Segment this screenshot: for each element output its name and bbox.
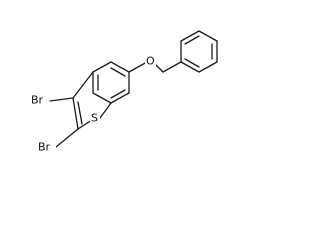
double-bond-c4-c5 bbox=[110, 67, 126, 77]
sulfur-mask bbox=[90, 112, 100, 125]
bond-c2-s bbox=[77, 119, 93, 130]
phenyl-ring bbox=[180, 30, 218, 73]
bond-c6-c3 bbox=[72, 71, 94, 99]
bond-c2-br bbox=[55, 128, 79, 148]
bond-ch2-phenyl bbox=[162, 61, 182, 73]
bond-c8-c9 bbox=[110, 92, 130, 104]
bond-c4-c5 bbox=[110, 61, 130, 73]
bond-p5-p6 bbox=[198, 61, 218, 73]
double-bond-p6-p1 bbox=[184, 58, 200, 68]
double-bond-c8-c9 bbox=[110, 89, 126, 99]
bromine-1-mask bbox=[31, 94, 49, 107]
bromine-2-mask bbox=[38, 141, 56, 154]
bond-p6-p1 bbox=[180, 61, 200, 73]
bond-c3-br bbox=[49, 97, 74, 102]
bond-p2-p3 bbox=[180, 30, 200, 42]
sulfur-label: S bbox=[91, 112, 98, 125]
thiophene-ring bbox=[72, 71, 112, 130]
bond-c7-c8 bbox=[92, 92, 112, 104]
bond-c4-o bbox=[128, 61, 148, 73]
oxygen-label: O bbox=[146, 55, 155, 68]
bond-s-c7 bbox=[99, 102, 112, 119]
benzo-ring bbox=[92, 61, 130, 104]
bromine-1-label: Br bbox=[31, 94, 44, 107]
benzyloxy-dibromobenzothiophene-structure: Br Br S O bbox=[31, 30, 218, 154]
bromine-2-label: Br bbox=[38, 141, 51, 154]
double-bond-p2-p3 bbox=[184, 35, 200, 45]
bond-c3-c2 bbox=[72, 97, 79, 130]
bond-p3-p4 bbox=[198, 30, 218, 42]
oxygen-mask bbox=[145, 55, 156, 68]
bond-c5-c6 bbox=[92, 61, 112, 73]
double-bond-c3-c2 bbox=[77, 101, 83, 125]
